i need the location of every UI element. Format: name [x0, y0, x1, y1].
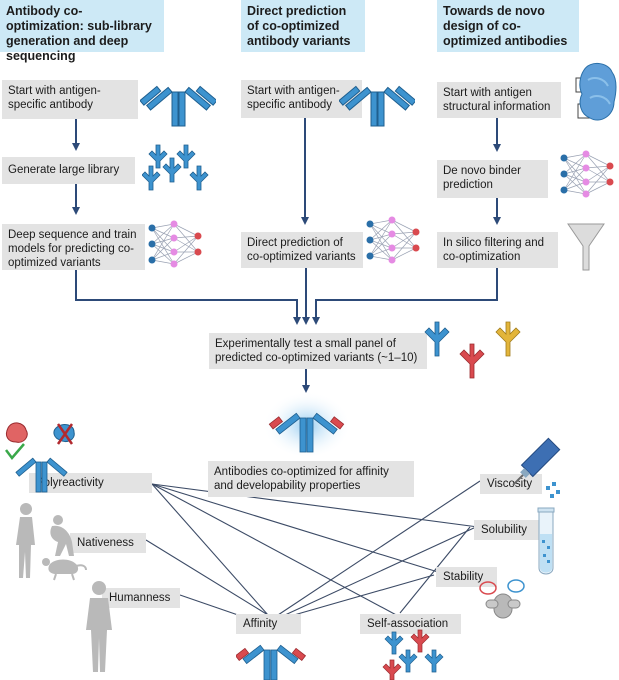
antibody-icon — [140, 85, 216, 127]
self-association-icon — [382, 629, 444, 680]
c1-step-library: Generate large library — [2, 157, 135, 184]
antibody-icon — [339, 85, 415, 127]
column-2-header: Direct prediction of co-optimized antibo… — [241, 0, 365, 52]
arrow-c1-to-test — [75, 270, 301, 325]
antibody-panel-icon — [424, 321, 521, 379]
column-3-header: Towards de novo design of co-optimized a… — [437, 0, 579, 52]
optimized-antibody-icon — [263, 388, 351, 456]
test-tube-icon — [537, 507, 555, 575]
label-humanness: Humanness — [102, 588, 180, 608]
affinity-antibody-icon — [236, 644, 306, 680]
c3-step-start: Start with antigen structural informatio… — [437, 82, 561, 118]
c3-step-de-novo: De novo binder prediction — [437, 160, 548, 198]
neural-network-icon — [366, 216, 420, 264]
label-affinity: Affinity — [236, 614, 301, 634]
label-solubility: Solubility — [474, 520, 544, 540]
primates-icon — [16, 503, 87, 581]
c2-step-start: Start with antigen-specific antibody — [241, 80, 362, 118]
arrow-c3-to-test — [312, 268, 498, 325]
stability-icon — [479, 579, 525, 619]
c2-step-direct-prediction: Direct prediction of co-optimized varian… — [241, 232, 363, 268]
c3-step-filtering: In silico filtering and co-optimization — [437, 232, 558, 268]
label-polyreactivity: Polyreactivity — [29, 473, 152, 493]
antigen-structure-icon — [575, 63, 617, 121]
label-viscosity: Viscosity — [480, 474, 542, 494]
result-step: Antibodies co-optimized for affinity and… — [208, 461, 414, 497]
neural-network-icon — [148, 220, 202, 268]
human-icon — [86, 581, 112, 672]
polyreactivity-icon — [5, 422, 75, 493]
antibody-library-icon — [142, 144, 209, 191]
test-step: Experimentally test a small panel of pre… — [209, 333, 427, 369]
column-1-header: Antibody co-optimization: sub-library ge… — [0, 0, 164, 63]
funnel-icon — [567, 223, 605, 271]
neural-network-icon — [560, 150, 614, 198]
syringe-icon — [512, 437, 561, 498]
label-nativeness: Nativeness — [70, 533, 146, 553]
property-links — [145, 480, 481, 618]
c1-step-deep-sequence: Deep sequence and train models for predi… — [2, 224, 145, 270]
label-self-association: Self-association — [360, 614, 461, 634]
c1-step-start: Start with antigen-specific antibody — [2, 80, 138, 119]
label-stability: Stability — [436, 567, 497, 587]
